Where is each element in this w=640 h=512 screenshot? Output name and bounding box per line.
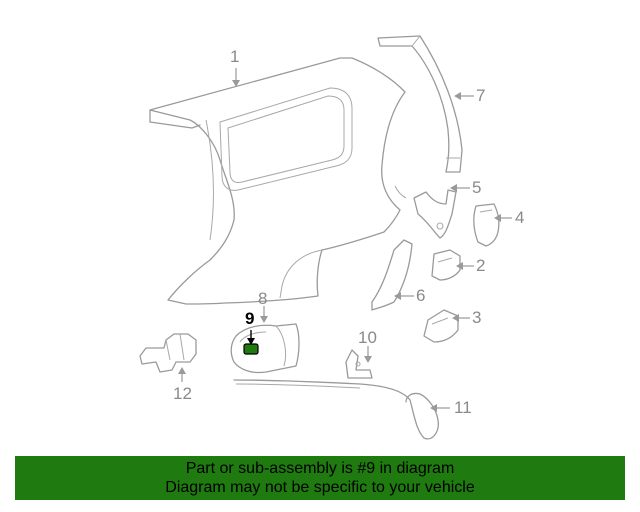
hinge-part-10 [345, 349, 373, 379]
pillar-trim-part-7 [377, 35, 463, 173]
callout-1: 1 [230, 47, 240, 66]
parts-diagram: 1 7 5 4 2 6 3 8 9 10 11 12 [139, 35, 525, 440]
callout-10: 10 [358, 328, 377, 347]
fuel-door-part-8 [230, 323, 300, 374]
bracket-part-4 [473, 203, 500, 247]
callout-2: 2 [476, 256, 486, 275]
callout-9: 9 [245, 309, 255, 328]
callout-7: 7 [476, 86, 486, 105]
hinge-assembly-part-12 [139, 333, 197, 373]
callout-6: 6 [416, 286, 426, 305]
banner-line-disclaimer: Diagram may not be specific to your vehi… [165, 479, 475, 496]
notice-banner: Part or sub-assembly is #9 in diagram Di… [15, 456, 625, 500]
fuel-door-component-part-9 [243, 330, 259, 355]
callout-12: 12 [173, 384, 192, 403]
callout-3: 3 [472, 308, 482, 327]
bracket-part-2 [431, 249, 461, 281]
callout-4: 4 [515, 208, 525, 227]
release-cable-part-11 [233, 379, 439, 440]
parts-diagram-drawing [139, 35, 512, 440]
bracket-part-3 [423, 309, 459, 343]
callout-5: 5 [472, 178, 482, 197]
callout-8: 8 [258, 289, 268, 308]
trim-strip-part-6 [371, 239, 413, 311]
leader-lines [178, 68, 512, 412]
bracket-part-5 [413, 189, 457, 239]
quarter-panel-part-1 [149, 57, 407, 305]
banner-line-part-number: Part or sub-assembly is #9 in diagram [185, 460, 455, 477]
callout-11: 11 [454, 398, 472, 417]
